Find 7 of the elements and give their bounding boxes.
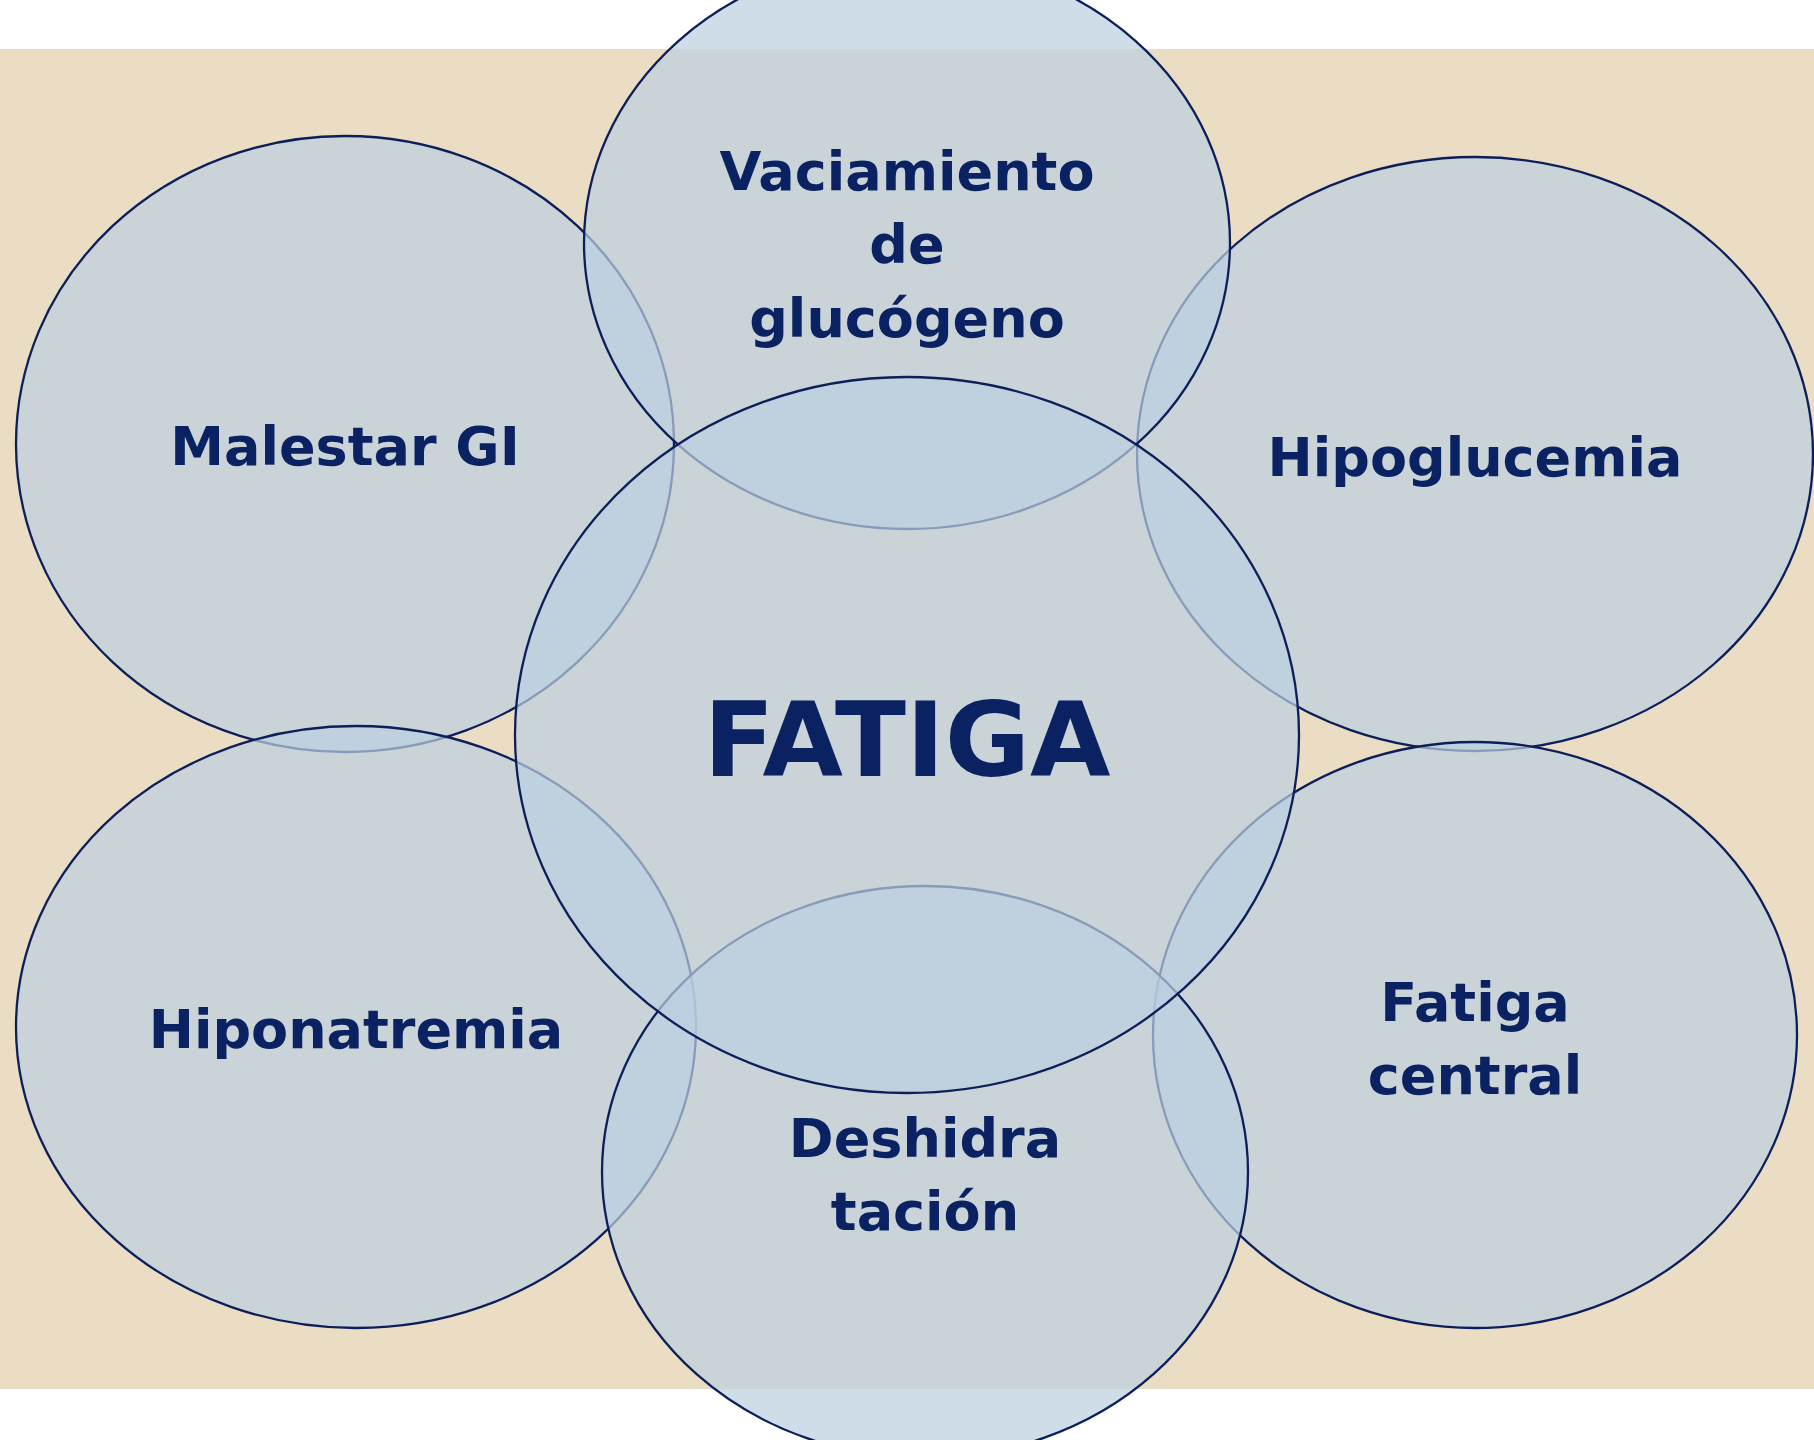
ellipse-label: Fatiga central [1367, 969, 1583, 1109]
ellipse-label: FATIGA [703, 678, 1111, 804]
ellipse-label: Deshidra tación [788, 1105, 1062, 1245]
ellipse-label: Hiponatremia [148, 997, 564, 1064]
ellipse-label: Malestar GI [170, 414, 520, 481]
ellipse-label: Hipoglucemia [1267, 425, 1683, 492]
ellipse-label: Vaciamiento de glucógeno [719, 138, 1095, 352]
